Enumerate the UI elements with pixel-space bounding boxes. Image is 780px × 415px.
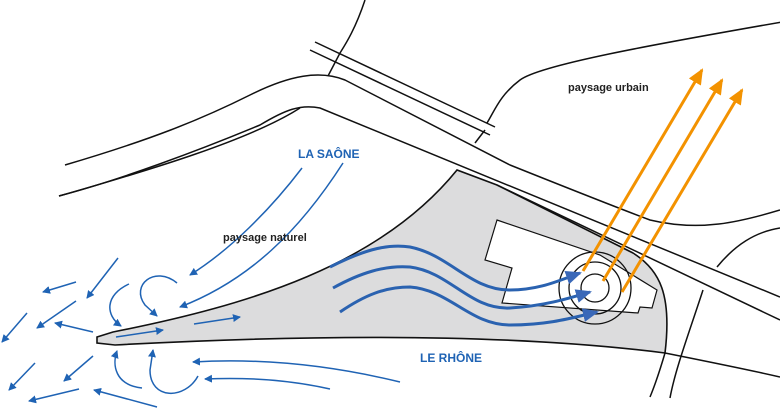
arrow-icon	[193, 314, 241, 325]
arrow-icon	[42, 281, 77, 294]
label-paysage-naturel: paysage naturel	[223, 232, 307, 244]
arrow-icon	[148, 349, 199, 394]
arrow-icon	[86, 257, 119, 299]
arrow-icon	[109, 283, 130, 327]
arrow-icon	[204, 374, 331, 390]
arrow-icon	[601, 78, 724, 282]
arrow-icon	[339, 285, 599, 327]
arrow-icon	[115, 327, 164, 338]
label-la-saone: LA SAÔNE	[298, 147, 360, 161]
arrow-icon	[179, 162, 344, 309]
arrow-icon	[581, 68, 704, 272]
arrow-icon	[54, 320, 94, 333]
arrow-icon	[1, 312, 28, 343]
flow-lines	[329, 244, 599, 327]
label-le-rhone: LE RHÔNE	[420, 351, 483, 365]
arrow-icon	[192, 357, 401, 383]
arrow-icon	[620, 88, 744, 293]
arrow-icon	[189, 167, 303, 276]
arrow-icon	[28, 388, 80, 404]
arrow-icon	[332, 265, 592, 310]
urban-arrows	[581, 68, 744, 293]
road-lines	[58, 0, 780, 399]
arrow-icon	[93, 387, 158, 408]
label-paysage-urbain: paysage urbain	[568, 82, 649, 94]
arrow-icon	[8, 362, 36, 391]
wind-arrows	[1, 162, 401, 408]
arrow-icon	[63, 355, 94, 382]
arrow-icon	[139, 275, 178, 317]
arrow-icon	[110, 350, 143, 389]
arrow-icon	[36, 300, 77, 329]
arrow-icon	[329, 244, 582, 292]
